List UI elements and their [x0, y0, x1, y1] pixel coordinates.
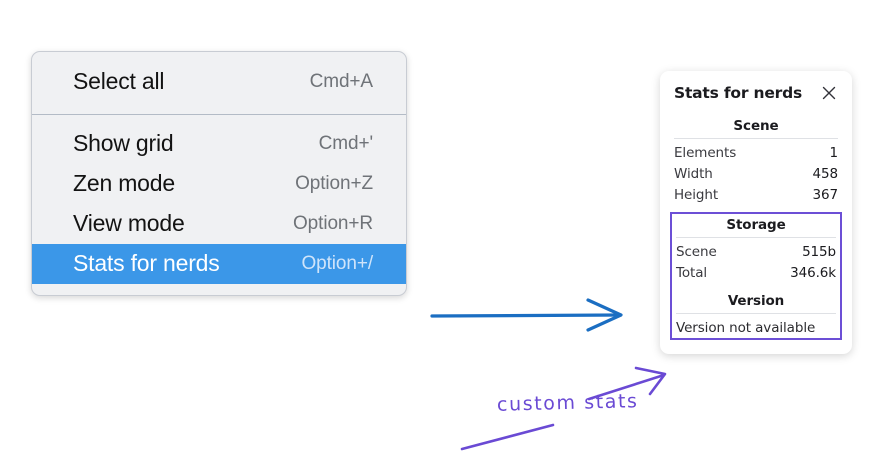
menu-item-show-grid[interactable]: Show grid Cmd+' — [32, 124, 406, 164]
section-spacer — [675, 283, 837, 290]
stats-section-scene: Scene Elements 1 Width 458 Height 367 — [660, 115, 852, 205]
menu-item-zen-mode[interactable]: Zen mode Option+Z — [32, 164, 406, 204]
stats-row-height: Height 367 — [673, 184, 839, 205]
section-heading-storage: Storage — [726, 217, 786, 233]
stats-row-value: 515b — [802, 243, 836, 260]
arrow-right-blue-icon — [430, 298, 623, 332]
close-icon[interactable] — [819, 83, 839, 103]
menu-item-select-all[interactable]: Select all Cmd+A — [32, 62, 406, 102]
stats-row-storage-total: Total 346.6k — [675, 262, 837, 283]
section-heading-version: Version — [727, 293, 785, 309]
version-value: Version not available — [676, 320, 816, 336]
stats-row-value: 1 — [829, 144, 839, 161]
stats-section-custom-highlight: Storage Scene 515b Total 346.6k Version … — [670, 212, 842, 340]
menu-item-label: View mode — [73, 210, 185, 237]
stats-row-key: Scene — [676, 243, 717, 260]
section-heading-scene: Scene — [733, 118, 779, 134]
annotation-label-custom-stats: custom stats — [496, 390, 639, 416]
context-menu[interactable]: Select all Cmd+A Show grid Cmd+' Zen mod… — [31, 51, 407, 297]
stats-row-width: Width 458 — [673, 163, 839, 184]
stats-row-storage-scene: Scene 515b — [675, 241, 837, 262]
menu-item-shortcut: Option+/ — [301, 252, 373, 274]
section-divider — [674, 138, 838, 139]
stats-panel-body: Scene Elements 1 Width 458 Height 367 St… — [660, 115, 852, 340]
menu-separator — [32, 114, 406, 116]
underline-stroke-purple-icon — [460, 423, 555, 451]
stats-row-key: Height — [674, 186, 719, 203]
stats-row-elements: Elements 1 — [673, 142, 839, 163]
stats-row-key: Total — [676, 264, 708, 281]
menu-group-1: Select all Cmd+A — [32, 52, 406, 114]
menu-item-view-mode[interactable]: View mode Option+R — [32, 204, 406, 244]
stats-panel-title: Stats for nerds — [674, 84, 803, 102]
menu-item-label: Select all — [73, 68, 165, 94]
menu-item-shortcut: Option+Z — [295, 172, 373, 194]
stats-panel-header: Stats for nerds — [660, 83, 852, 103]
stats-row-key: Width — [674, 165, 713, 182]
menu-group-2: Show grid Cmd+' Zen mode Option+Z View m… — [32, 115, 406, 295]
menu-item-label: Zen mode — [73, 170, 175, 197]
section-divider — [676, 237, 836, 238]
menu-item-label: Stats for nerds — [73, 250, 220, 277]
section-spacer — [660, 205, 852, 212]
menu-item-shortcut: Cmd+' — [318, 132, 373, 154]
stats-row-value: 346.6k — [790, 264, 836, 281]
stats-row-value: 458 — [812, 165, 839, 182]
section-divider — [676, 313, 836, 314]
stats-row-value: 367 — [812, 186, 839, 203]
stats-for-nerds-panel: Stats for nerds Scene Elements 1 Width 4… — [660, 71, 852, 354]
menu-item-shortcut: Option+R — [293, 212, 373, 234]
menu-item-stats-for-nerds[interactable]: Stats for nerds Option+/ — [32, 244, 406, 285]
menu-item-shortcut: Cmd+A — [309, 70, 373, 92]
menu-item-label: Show grid — [73, 130, 174, 157]
stats-row-key: Elements — [674, 144, 737, 161]
